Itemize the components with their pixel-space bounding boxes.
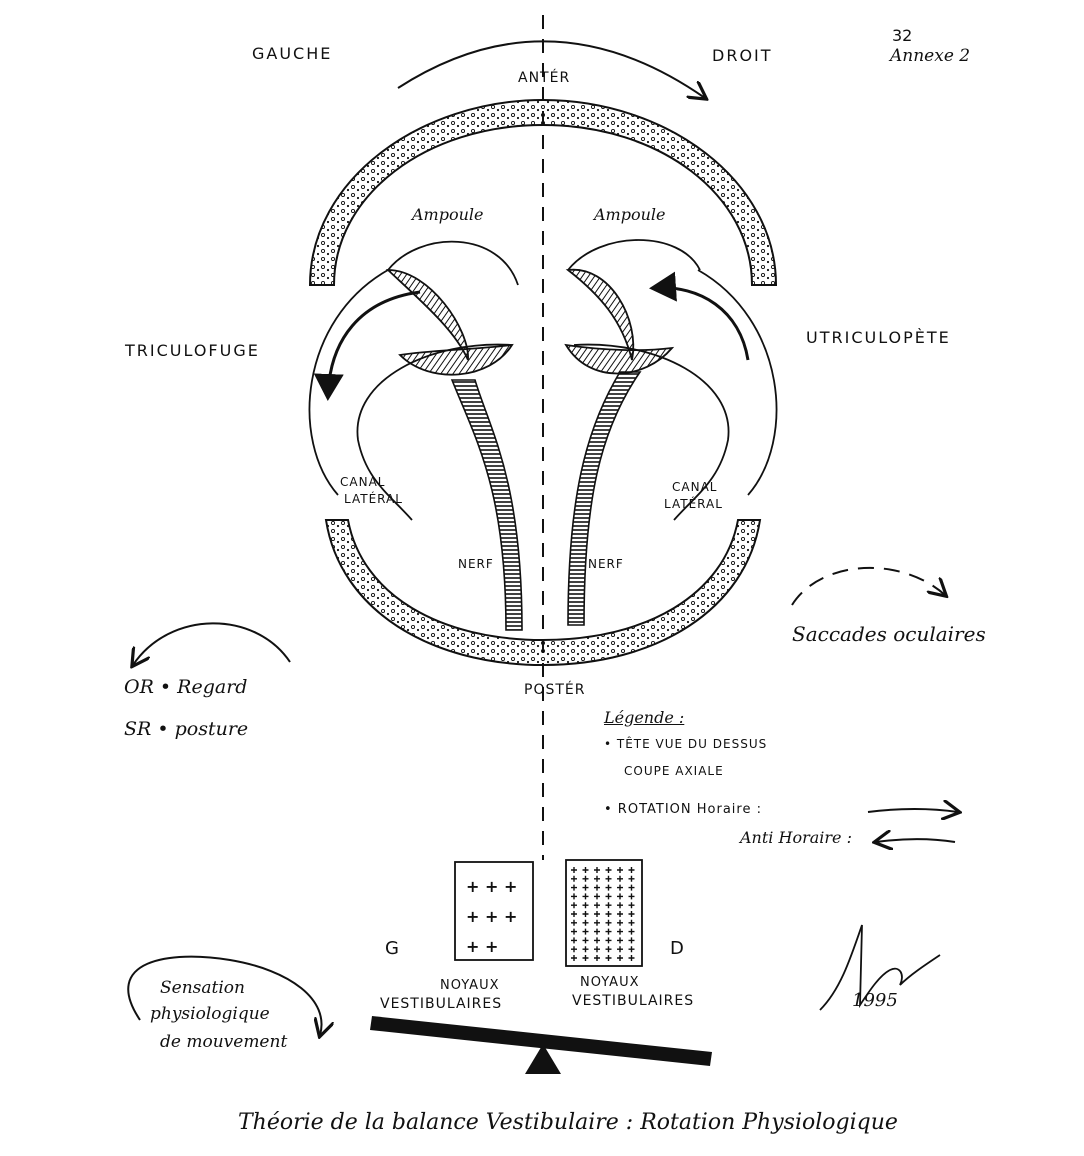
label-sensation-2: physiologique xyxy=(150,1004,270,1024)
gaze-arrow xyxy=(133,623,290,665)
right-cupula xyxy=(566,345,672,374)
left-ampulla xyxy=(388,270,468,360)
label-ampoule-left: Ampoule xyxy=(412,205,484,224)
label-sr-posture: SR • posture xyxy=(124,718,248,740)
legend-item1-line1: • TÊTE VUE DU DESSUS xyxy=(604,737,767,751)
label-ampoule-right: Ampoule xyxy=(594,205,666,224)
left-cupula xyxy=(400,345,512,375)
right-nuclei-box xyxy=(566,860,642,966)
legend-item1-line2: COUPE AXIALE xyxy=(624,764,724,778)
label-anterior: ANTÉR xyxy=(518,70,570,86)
left-nuclei-row: + + xyxy=(466,932,526,962)
legend-title: Légende : xyxy=(604,708,684,727)
label-nerf-right: NERF xyxy=(588,557,624,571)
annexe-label: Annexe 2 xyxy=(890,46,970,66)
label-nerf-left: NERF xyxy=(458,557,494,571)
legend-clockwise-arrow xyxy=(868,809,958,812)
head-outline-left xyxy=(309,270,388,495)
label-saccades: Saccades oculaires xyxy=(792,622,986,646)
left-nuclei-row: + + + xyxy=(466,902,526,932)
label-noyaux-left-2: VESTIBULAIRES xyxy=(380,996,502,1012)
label-d: D xyxy=(670,938,686,959)
utriculofuge-arrow xyxy=(328,292,420,395)
label-canal-right-2: LATÉRAL xyxy=(664,497,723,511)
label-noyaux-left-1: NOYAUX xyxy=(440,978,500,993)
label-canal-left-2: LATÉRAL xyxy=(344,492,403,506)
label-sensation-3: de mouvement xyxy=(160,1032,287,1052)
label-sensation-1: Sensation xyxy=(160,978,245,998)
label-posterior: POSTÉR xyxy=(524,682,585,698)
head-outline-right xyxy=(698,270,777,495)
label-gauche: GAUCHE xyxy=(252,44,332,63)
label-noyaux-right-2: VESTIBULAIRES xyxy=(572,993,694,1009)
label-canal-left-1: CANAL xyxy=(340,475,385,489)
saccades-arrow xyxy=(792,568,945,605)
caption: Théorie de la balance Vestibulaire : Rot… xyxy=(238,1110,898,1135)
legend-item3: Anti Horaire : xyxy=(740,828,852,847)
right-nerve xyxy=(568,372,640,625)
legend-anticlockwise-arrow xyxy=(876,839,955,842)
left-nuclei-row: + + + xyxy=(466,872,526,902)
label-or-regard: OR • Regard xyxy=(124,676,247,698)
label-utriculofuge: TRICULOFUGE xyxy=(125,341,260,360)
label-noyaux-right-1: NOYAUX xyxy=(580,975,640,990)
label-utriculopete: UTRICULOPÈTE xyxy=(806,328,951,347)
page-number: 32 xyxy=(892,26,912,45)
legend-item2: • ROTATION Horaire : xyxy=(604,802,762,817)
label-g: G xyxy=(385,938,401,959)
left-nuclei-plus: + + + + + + + + xyxy=(466,872,526,962)
label-droit: DROIT xyxy=(712,46,773,65)
left-nerve xyxy=(452,380,522,630)
signature-year: 1995 xyxy=(852,990,898,1011)
label-canal-right-1: CANAL xyxy=(672,480,717,494)
